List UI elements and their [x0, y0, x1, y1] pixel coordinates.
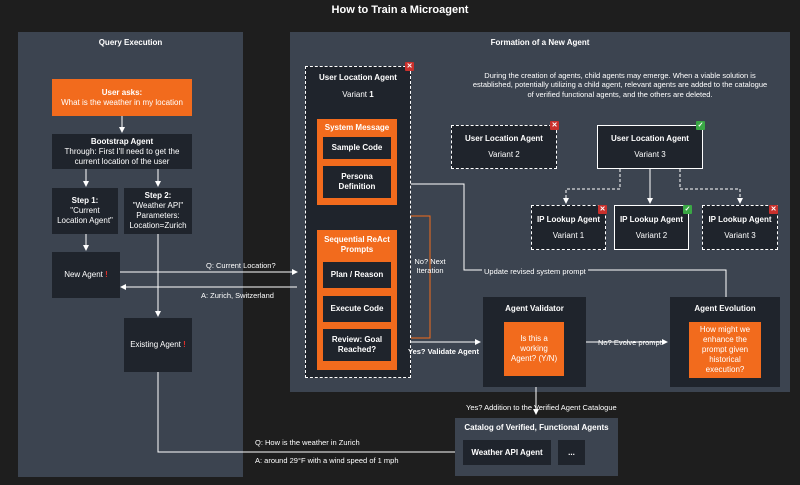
- query-execution-title: Query Execution: [98, 38, 163, 47]
- ula-variant1-title: User Location Agent: [319, 73, 397, 82]
- ula-variant1-variant-num: 1: [369, 90, 374, 99]
- bootstrap-title: Bootstrap Agent: [90, 136, 154, 146]
- diagram-title: How to Train a Microagent: [331, 4, 469, 16]
- bootstrap-text: Through: First I'll need to get the curr…: [64, 146, 180, 166]
- new-agent-text: New Agent: [64, 270, 103, 279]
- ula-variant3-box: User Location Agent Variant 3: [597, 125, 703, 169]
- review-goal-label: Review: Goal Reached?: [331, 335, 383, 354]
- existing-agent-box: Existing Agent !: [124, 318, 192, 372]
- edge-existing-to-catalog: [157, 372, 462, 455]
- execute-code-box: Execute Code: [323, 296, 391, 322]
- execute-code-label: Execute Code: [330, 304, 384, 313]
- ip-lookup-variant1-reject-icon: ✕: [598, 205, 607, 214]
- sample-code-label: Sample Code: [331, 143, 383, 152]
- label-weather-q: Q: How is the weather in Zurich: [255, 438, 360, 447]
- edge-v3-to-ip3: [679, 169, 743, 204]
- ip-lookup-variant2-accept-icon: ✓: [683, 205, 692, 214]
- label-update-prompt: Update revised system prompt: [482, 267, 588, 276]
- existing-agent-text: Existing Agent: [130, 340, 181, 349]
- step2-text: "Weather API" Parameters: Location=Zuric…: [129, 201, 187, 230]
- agent-evolution-text: How might we enhance the prompt given hi…: [699, 325, 751, 374]
- ip-lookup-variant3-variant: Variant 3: [724, 230, 756, 240]
- user-asks-text: What is the weather in my location: [61, 97, 183, 107]
- catalog-title: Catalog of Verified, Functional Agents: [464, 423, 609, 432]
- step1-box: Step 1: "Current Location Agent": [52, 188, 118, 234]
- catalog-weather-api-agent: Weather API Agent: [463, 440, 551, 465]
- ip-lookup-variant1-variant: Variant 1: [552, 230, 585, 240]
- ula-variant3-title: User Location Agent: [611, 134, 689, 143]
- plan-reason-label: Plan / Reason: [330, 270, 384, 279]
- label-yes-addition: Yes? Addition to the Verified Agent Cata…: [466, 403, 617, 412]
- label-no-next-iteration-text: No? Next Iteration: [414, 257, 446, 275]
- ula-variant1-variant: Variant 1: [305, 90, 411, 100]
- new-agent-label: New Agent !: [64, 270, 108, 280]
- label-current-location-q: Q: Current Location?: [206, 261, 276, 270]
- plan-reason-box: Plan / Reason: [323, 262, 391, 288]
- ula-variant2-reject-icon: ✕: [550, 121, 559, 130]
- catalog-more: ...: [558, 440, 585, 465]
- user-asks-box: User asks: What is the weather in my loc…: [52, 79, 192, 116]
- ula-variant2-box: User Location Agent Variant 2: [451, 125, 557, 169]
- ula-variant3-variant: Variant 3: [634, 150, 666, 159]
- ula-variant3-accept-icon: ✓: [696, 121, 705, 130]
- step1-title: Step 1:: [71, 196, 99, 205]
- new-agent-box: New Agent !: [52, 252, 120, 298]
- ip-lookup-variant2-box: IP Lookup Agent Variant 2: [614, 205, 689, 250]
- label-yes-validate: Yes? Validate Agent: [408, 347, 479, 356]
- label-weather-a: A: around 29°F with a wind speed of 1 mp…: [255, 456, 399, 465]
- system-message-title: System Message: [324, 123, 390, 132]
- ula-variant1-reject-icon: ✕: [405, 62, 414, 71]
- review-goal-box: Review: Goal Reached?: [323, 329, 391, 361]
- persona-definition-box: Persona Definition: [323, 166, 391, 198]
- label-zurich-a: A: Zurich, Switzerland: [201, 291, 274, 300]
- catalog-weather-api-label: Weather API Agent: [471, 447, 543, 457]
- agent-validator-question: Is this a working Agent? (Y/N): [504, 322, 564, 376]
- ip-lookup-variant2-title: IP Lookup Agent: [619, 214, 684, 224]
- ip-lookup-variant1-box: IP Lookup Agent Variant 1: [531, 205, 606, 250]
- sample-code-box: Sample Code: [323, 137, 391, 159]
- step2-title: Step 2:: [144, 191, 172, 200]
- ip-lookup-variant3-title: IP Lookup Agent: [708, 214, 772, 224]
- ip-lookup-variant1-title: IP Lookup Agent: [536, 214, 601, 224]
- edge-v3-to-ip1: [563, 169, 621, 204]
- bootstrap-agent-box: Bootstrap Agent Through: First I'll need…: [52, 134, 192, 169]
- ula-variant2-title: User Location Agent: [465, 134, 543, 143]
- edge-update-system-prompt: [398, 181, 727, 297]
- ula-variant1-variant-prefix: Variant: [342, 90, 368, 99]
- existing-agent-label: Existing Agent !: [130, 340, 186, 350]
- persona-definition-label: Persona Definition: [338, 172, 376, 191]
- sequential-react-title: Sequential ReAct Prompts: [324, 235, 390, 254]
- ula-variant2-variant: Variant 2: [488, 150, 520, 159]
- step1-text: "Current Location Agent": [57, 206, 113, 225]
- label-no-next-iteration: No? Next Iteration: [410, 257, 450, 275]
- existing-agent-alert-icon: !: [183, 340, 186, 349]
- step2-box: Step 2: "Weather API" Parameters: Locati…: [124, 188, 192, 234]
- agent-validator-text: Is this a working Agent? (Y/N): [510, 334, 558, 363]
- agent-evolution-question: How might we enhance the prompt given hi…: [689, 322, 761, 378]
- ip-lookup-variant3-box: IP Lookup Agent Variant 3: [702, 205, 778, 250]
- ip-lookup-variant2-variant: Variant 2: [635, 230, 668, 240]
- formation-title: Formation of a New Agent: [490, 38, 590, 47]
- new-agent-alert-icon: !: [105, 270, 108, 279]
- label-no-evolve: No? Evolve prompt: [598, 338, 662, 347]
- agent-validator-title: Agent Validator: [505, 304, 564, 313]
- formation-note: During the creation of agents, child age…: [472, 71, 768, 99]
- ip-lookup-variant3-reject-icon: ✕: [769, 205, 778, 214]
- agent-evolution-title: Agent Evolution: [694, 304, 756, 313]
- catalog-more-label: ...: [568, 447, 575, 457]
- user-asks-title: User asks:: [101, 87, 143, 97]
